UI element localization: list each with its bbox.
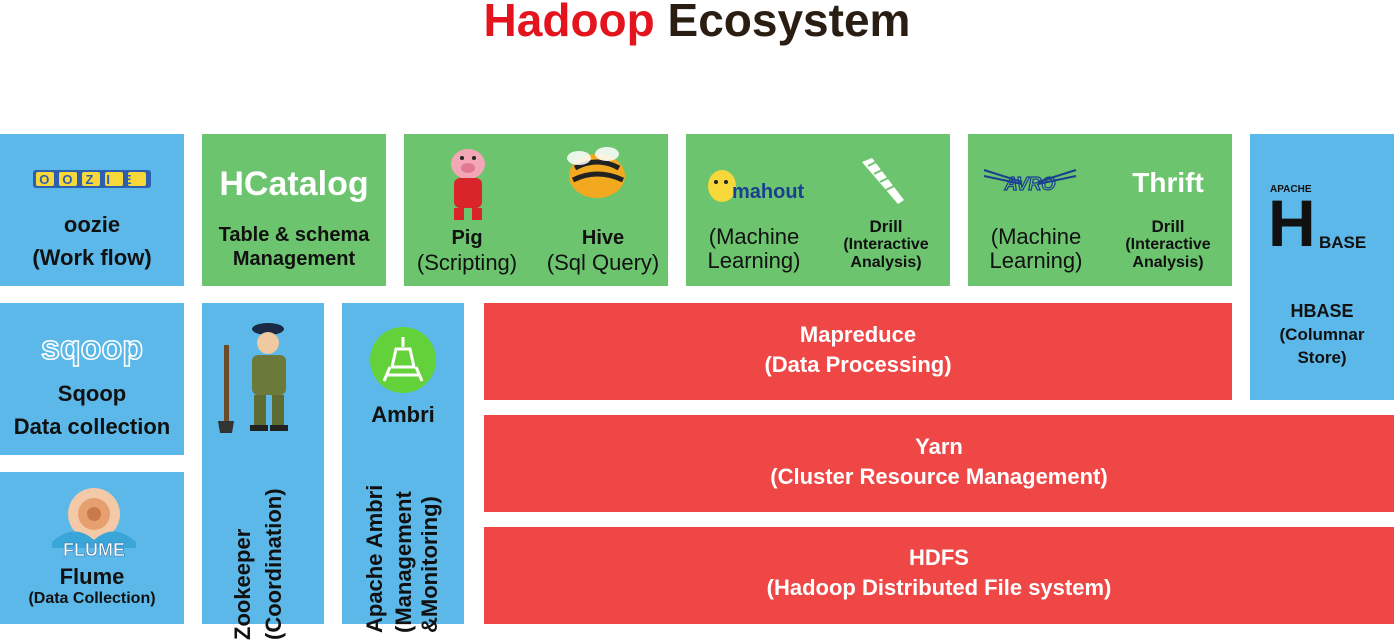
drill-line1: (Interactive — [843, 236, 929, 253]
flume-logo-icon: FLUME — [52, 488, 136, 560]
pig-desc: (Scripting) — [416, 250, 518, 275]
hbase-line2: Store) — [1297, 348, 1347, 367]
svg-text:mahout: mahout — [732, 181, 805, 203]
mapreduce-name: Mapreduce — [799, 322, 917, 347]
hcatalog-logo: HCatalog — [219, 165, 369, 203]
hbase-logo-big: H — [1268, 186, 1316, 260]
avro-thrift-box: AVRO Thrift (Machine Learning) Drill (In… — [968, 134, 1232, 286]
zookeeper-figure-icon — [218, 323, 288, 433]
hbase-logo-small: APACHE — [1270, 184, 1312, 195]
thrift-line1: (Interactive — [1125, 236, 1211, 253]
sqoop-name: Sqoop — [57, 381, 127, 406]
oozie-box: OOZIE oozie (Work flow) — [0, 134, 184, 286]
zookeeper-desc: (Coordination) — [261, 488, 286, 640]
zookeeper-name: Zookeeper — [230, 528, 255, 640]
oozie-desc: (Work flow) — [32, 245, 152, 270]
ambari-vline3: &Monitoring) — [417, 496, 442, 633]
oozie-logo-icon: OOZIE — [33, 170, 151, 188]
hive-name: Hive — [581, 227, 625, 249]
pig-name: Pig — [451, 227, 483, 249]
hbase-line1: (Columnar — [1279, 325, 1365, 344]
mahout-drill-box: mahout (Machine Learning) Drill (Interac… — [686, 134, 950, 286]
svg-text:OOZIE: OOZIE — [39, 172, 144, 187]
thrift-logo: Thrift — [1132, 167, 1204, 198]
sqoop-desc: Data collection — [13, 414, 171, 439]
svg-text:sqoop: sqoop — [41, 329, 143, 367]
avro-logo-icon: AVRO — [983, 169, 1077, 195]
hcatalog-line2: Management — [232, 248, 356, 270]
pig-hive-box: Pig (Scripting) Hive (Sql Query) — [404, 134, 668, 286]
mahout-line2: Learning) — [707, 248, 801, 273]
sqoop-logo-icon: sqoop — [40, 328, 144, 368]
ambari-box: Ambri Apache Ambri (Management &Monitori… — [342, 303, 464, 633]
ambari-vline2: (Management — [391, 491, 416, 633]
flume-name: Flume — [59, 564, 125, 589]
hive-bee-icon — [567, 147, 625, 198]
mapreduce-box: Mapreduce (Data Processing) — [484, 303, 1232, 400]
zookeeper-box: Zookeeper (Coordination) — [202, 303, 324, 640]
hcatalog-line1: Table & schema — [218, 224, 370, 246]
mapreduce-desc: (Data Processing) — [764, 352, 952, 377]
flume-box: FLUME Flume (Data Collection) — [0, 472, 184, 624]
mahout-line1: (Machine — [708, 224, 800, 249]
hcatalog-box: HCatalog Table & schema Management — [202, 134, 386, 286]
hbase-box: APACHE H BASE HBASE (Columnar Store) — [1250, 134, 1394, 400]
svg-text:AVRO: AVRO — [1004, 174, 1056, 194]
hbase-name: HBASE — [1290, 301, 1354, 321]
yarn-box: Yarn (Cluster Resource Management) — [484, 415, 1394, 512]
page-title: Hadoop Ecosystem — [0, 0, 1394, 46]
yarn-name: Yarn — [915, 434, 963, 459]
hbase-logo-rest: BASE — [1319, 233, 1367, 252]
thrift-name: Drill — [1151, 217, 1185, 236]
flume-desc: (Data Collection) — [28, 590, 156, 607]
title-hadoop: Hadoop — [483, 0, 655, 46]
pig-icon — [451, 149, 485, 220]
hdfs-name: HDFS — [909, 545, 969, 570]
ambari-vline1: Apache Ambri — [362, 484, 387, 633]
svg-text:FLUME: FLUME — [63, 540, 125, 560]
hive-desc: (Sql Query) — [546, 250, 660, 275]
avro-line1: (Machine — [990, 224, 1082, 249]
hdfs-box: HDFS (Hadoop Distributed File system) — [484, 527, 1394, 624]
thrift-line2: Analysis) — [1132, 254, 1204, 271]
oozie-name: oozie — [63, 212, 121, 237]
sqoop-box: sqoop Sqoop Data collection — [0, 303, 184, 455]
drill-name: Drill — [869, 217, 903, 236]
yarn-desc: (Cluster Resource Management) — [770, 464, 1108, 489]
ambari-name: Ambri — [371, 402, 435, 427]
drill-line2: Analysis) — [850, 254, 922, 271]
title-ecosystem: Ecosystem — [667, 0, 911, 46]
hdfs-desc: (Hadoop Distributed File system) — [766, 575, 1112, 600]
ambari-logo-icon — [370, 327, 436, 393]
mahout-logo-icon: mahout — [708, 170, 805, 203]
drill-bit-icon — [862, 158, 904, 204]
avro-line2: Learning) — [989, 248, 1083, 273]
